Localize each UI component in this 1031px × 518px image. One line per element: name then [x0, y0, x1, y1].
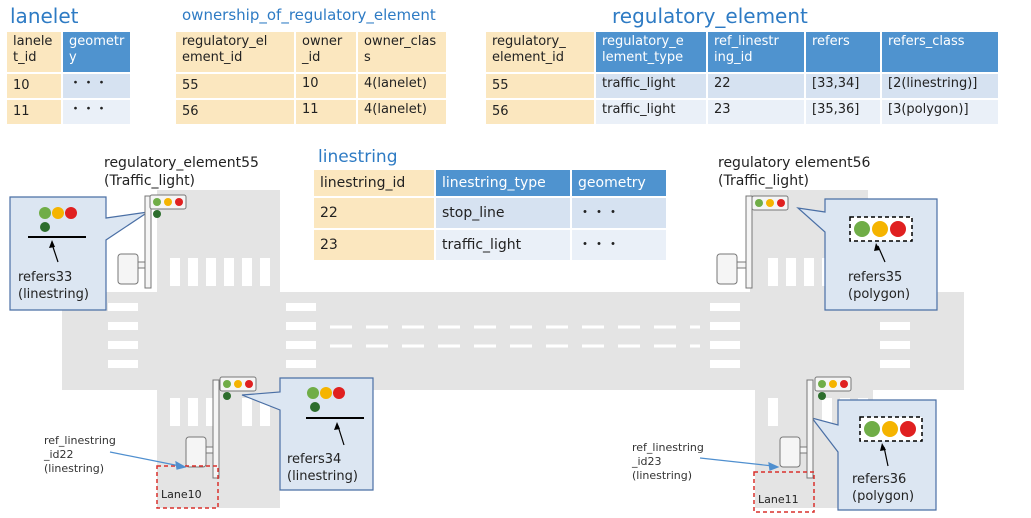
- callout34-light: [306, 387, 364, 446]
- linestring-cell: ・・・: [572, 198, 666, 228]
- regulatory-table: regulatory_ element_id regulatory_e leme…: [484, 30, 1000, 126]
- table-row: 56 11 4(lanelet): [176, 100, 446, 124]
- callout35-light: [849, 216, 913, 263]
- linestring-table-title: linestring: [318, 147, 398, 167]
- ref23-type-label: (linestring): [632, 469, 693, 482]
- table-row: 55 traffic_light 22 [33,34] [2(linestrin…: [486, 74, 998, 98]
- ownership-cell: 4(lanelet): [358, 74, 446, 98]
- ownership-cell: 56: [176, 100, 294, 124]
- ownership-cell: 11: [296, 100, 356, 124]
- ownership-table-title: ownership_of_regulatory_element: [182, 6, 436, 24]
- linestring-table: linestring_id linestring_type geometry 2…: [312, 168, 668, 262]
- ownership-header: owner _id: [296, 32, 356, 72]
- lanelet-table: lanele t_id geometr y 10 ・・・ 11 ・・・: [5, 30, 132, 126]
- crosswalk-bottom-left: [170, 398, 270, 426]
- lanelet-table-title: lanelet: [10, 4, 79, 28]
- linestring-cell: 22: [314, 198, 434, 228]
- refers33-sublabel: (linestring): [18, 287, 89, 302]
- regulatory-header: refers: [806, 32, 880, 72]
- linestring-header: linestring_id: [314, 170, 434, 196]
- lanelet-header-geometry: geometr y: [63, 32, 131, 72]
- regulatory-cell: [35,36]: [806, 100, 880, 124]
- regulatory-header: ref_linestr ing_id: [708, 32, 804, 72]
- linestring-cell: ・・・: [572, 230, 666, 260]
- ownership-cell: 10: [296, 74, 356, 98]
- refers36-label: refers36: [852, 472, 907, 487]
- lanelet-cell: ・・・: [63, 100, 131, 124]
- refers35-sublabel: (polygon): [848, 287, 911, 302]
- lanelet-cell: 11: [7, 100, 61, 124]
- ref23-sublabel: _id23: [632, 455, 662, 468]
- ref22-sublabel: _id22: [44, 448, 74, 461]
- table-row: 10 ・・・: [7, 74, 131, 98]
- regulatory-cell: [3(polygon)]: [882, 100, 998, 124]
- regulatory-cell: 23: [708, 100, 804, 124]
- signal-lights: [153, 198, 848, 400]
- ref23-label: ref_linestring: [632, 441, 704, 454]
- lanelet-header-id: lanele t_id: [7, 32, 61, 72]
- center-line: [330, 325, 700, 348]
- crosswalk-center-right: [710, 303, 740, 368]
- lane11-label: Lane11: [758, 493, 799, 506]
- crosswalk-center-left: [286, 303, 316, 368]
- regulatory-cell: [33,34]: [806, 74, 880, 98]
- regulatory-cell: traffic_light: [596, 74, 706, 98]
- reg56-label: regulatory element56: [718, 155, 871, 171]
- callout-refers34: [241, 377, 374, 491]
- table-row: 11 ・・・: [7, 100, 131, 124]
- regulatory-cell: 22: [708, 74, 804, 98]
- regulatory-cell: [2(linestring)]: [882, 74, 998, 98]
- ref23-arrow: [699, 457, 780, 471]
- reg55-label: regulatory_element55: [104, 155, 259, 171]
- regulatory-cell: 56: [486, 100, 594, 124]
- callout33-light: [28, 207, 86, 263]
- lane10-label: Lane10: [161, 488, 202, 501]
- regulatory-cell: traffic_light: [596, 100, 706, 124]
- ownership-cell: 4(lanelet): [358, 100, 446, 124]
- reg56-sublabel: (Traffic_light): [718, 173, 810, 189]
- ownership-cell: 55: [176, 74, 294, 98]
- regulatory-header: regulatory_e lement_type: [596, 32, 706, 72]
- ref22-type-label: (linestring): [44, 462, 105, 475]
- signal-pole-56: [716, 195, 789, 289]
- table-row: 56 traffic_light 23 [35,36] [3(polygon)]: [486, 100, 998, 124]
- refers34-label: refers34: [287, 452, 342, 467]
- crosswalk-left: [108, 303, 138, 368]
- refers36-sublabel: (polygon): [852, 489, 915, 504]
- linestring-cell: 23: [314, 230, 434, 260]
- refers34-sublabel: (linestring): [287, 469, 358, 484]
- linestring-cell: stop_line: [436, 198, 570, 228]
- signal-pole-36: [779, 376, 852, 479]
- lane10-box: [156, 465, 219, 509]
- lanelet-cell: 10: [7, 74, 61, 98]
- table-row: 22 stop_line ・・・: [314, 198, 666, 228]
- ownership-header: owner_clas s: [358, 32, 446, 72]
- regulatory-header: regulatory_ element_id: [486, 32, 594, 72]
- table-row: 23 traffic_light ・・・: [314, 230, 666, 260]
- linestring-cell: traffic_light: [436, 230, 570, 260]
- lane11-box: [753, 471, 815, 513]
- linestring-header: linestring_type: [436, 170, 570, 196]
- ref22-label: ref_linestring: [44, 434, 116, 447]
- crosswalk-top-left: [170, 258, 270, 286]
- ownership-header: regulatory_el ement_id: [176, 32, 294, 72]
- lanelet-cell: ・・・: [63, 74, 131, 98]
- ownership-table: regulatory_el ement_id owner _id owner_c…: [174, 30, 448, 126]
- ref22-arrow: [109, 451, 187, 470]
- regulatory-table-title: regulatory_element: [612, 4, 808, 28]
- linestring-header: geometry: [572, 170, 666, 196]
- refers33-label: refers33: [18, 270, 73, 285]
- callout36-light: [859, 416, 923, 467]
- table-row: 55 10 4(lanelet): [176, 74, 446, 98]
- refers35-label: refers35: [848, 270, 903, 285]
- reg55-sublabel: (Traffic_light): [104, 173, 196, 189]
- regulatory-header: refers_class: [882, 32, 998, 72]
- regulatory-cell: 55: [486, 74, 594, 98]
